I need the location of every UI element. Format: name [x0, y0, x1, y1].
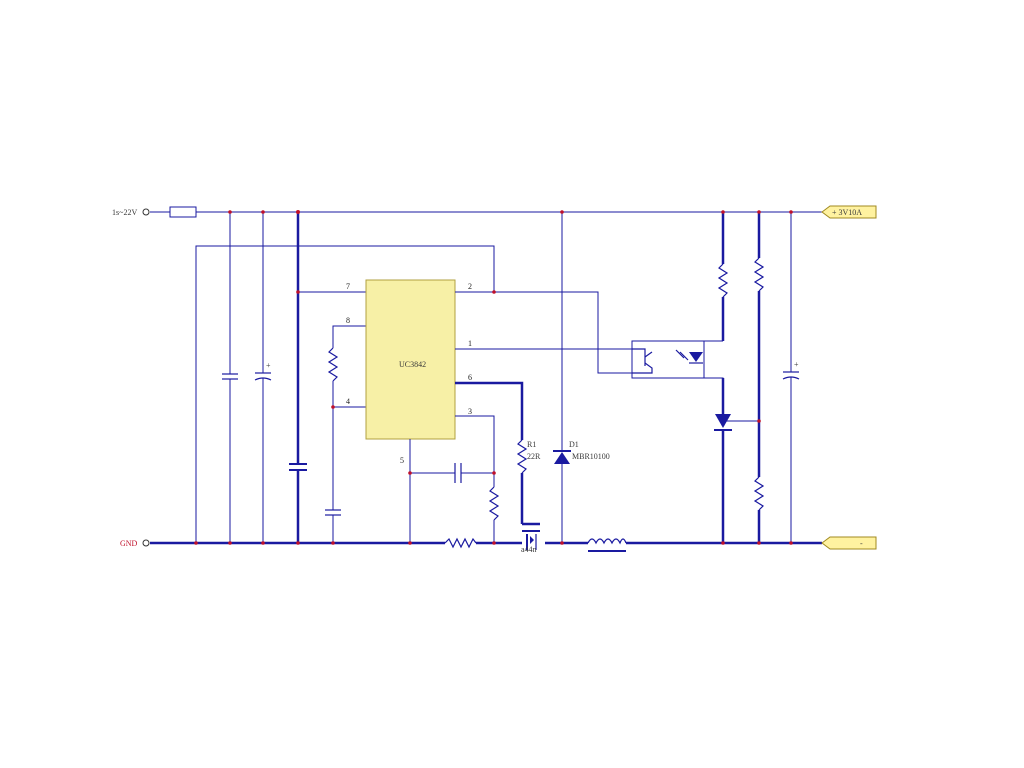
pin-3: 3	[468, 407, 472, 416]
pin-8: 8	[346, 316, 350, 325]
input-label: 1s~22V	[112, 208, 137, 217]
gnd-terminal[interactable]	[142, 539, 150, 547]
mosfet	[522, 530, 540, 550]
compensation-network	[409, 415, 500, 543]
gate-drive	[455, 381, 540, 526]
vcc-bus	[289, 212, 366, 543]
optocoupler	[631, 340, 705, 379]
pin-4: 4	[346, 397, 350, 406]
junction-nodes	[194, 210, 793, 545]
output-positive-port[interactable]	[821, 205, 877, 219]
pin-7: 7	[346, 282, 350, 291]
fuse	[169, 206, 197, 218]
gnd-label: GND	[120, 539, 138, 548]
r1-ref: R1	[527, 440, 536, 449]
cap-plus-left: +	[266, 361, 271, 370]
output-positive-label: + 3V10A	[832, 208, 862, 217]
input-electrolytic-capacitor: +	[254, 212, 272, 543]
ic-label: UC3842	[399, 360, 426, 369]
pin2-wire	[455, 291, 632, 374]
mosfet-label: a44n	[521, 545, 537, 554]
output-network	[704, 212, 800, 543]
feedback-wire	[195, 245, 495, 543]
output-negative-port[interactable]	[821, 536, 877, 550]
pin-1: 1	[468, 339, 472, 348]
cap-plus-right: +	[794, 360, 799, 369]
input-terminal[interactable]	[142, 208, 150, 216]
output-negative-label: -	[860, 539, 863, 548]
sense-resistor	[444, 537, 477, 549]
diode-d1	[553, 212, 571, 543]
pin-2: 2	[468, 282, 472, 291]
input-capacitor	[222, 212, 238, 543]
d1-value: MBR10100	[572, 452, 610, 461]
r1-value: 22R	[527, 452, 541, 461]
rt-ct-network	[325, 325, 366, 543]
pin-6: 6	[468, 373, 472, 382]
pin-5: 5	[400, 456, 404, 465]
output-inductor	[587, 538, 627, 552]
d1-ref: D1	[569, 440, 579, 449]
ic-uc3842[interactable]	[365, 279, 456, 440]
